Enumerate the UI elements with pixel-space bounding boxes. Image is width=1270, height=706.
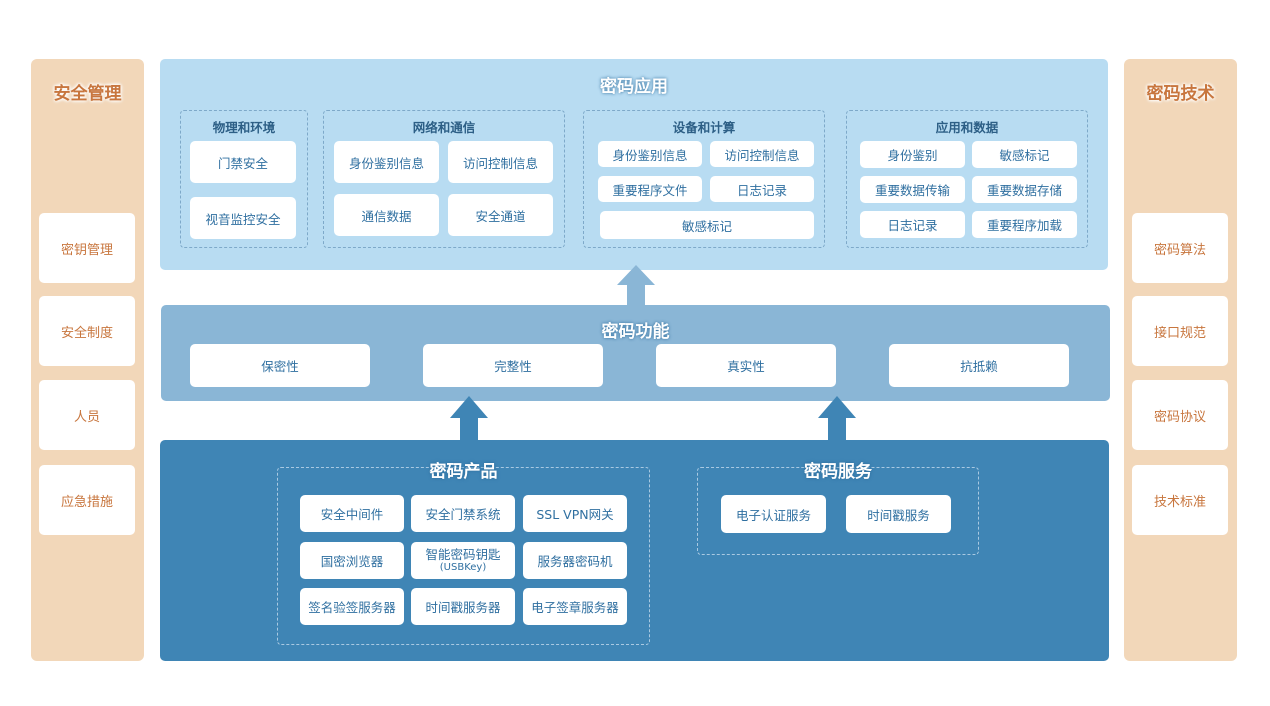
group-title: 设备和计算 — [672, 120, 736, 135]
crypto-products-title: 密码产品 — [429, 462, 498, 482]
app-item: 身份鉴别信息 — [334, 141, 439, 183]
app-item: 日志记录 — [860, 211, 965, 238]
product-signature-verify-server: 签名验签服务器 — [300, 588, 404, 625]
crypto-products-group: 密码产品 安全中间件 安全门禁系统 SSL VPN网关 国密浏览器 智能密码钥匙… — [277, 462, 650, 645]
function-authenticity: 真实性 — [656, 344, 836, 387]
arrow-up-icon — [450, 396, 488, 442]
usbkey-note: (USBKey) — [439, 561, 487, 573]
usbkey-label: 智能密码钥匙 — [425, 547, 501, 563]
left-item-security-policy: 安全制度 — [39, 296, 135, 366]
app-item: 访问控制信息 — [710, 141, 814, 167]
app-item: 门禁安全 — [190, 141, 296, 183]
crypto-application-title: 密码应用 — [600, 77, 668, 97]
app-item: 敏感标记 — [972, 141, 1077, 168]
app-item: 安全通道 — [448, 194, 553, 236]
arrow-up-icon — [818, 396, 856, 442]
group-device-computing: 设备和计算 身份鉴别信息 访问控制信息 重要程序文件 日志记录 敏感标记 — [583, 110, 825, 248]
product-timestamp-server: 时间戳服务器 — [411, 588, 515, 625]
service-e-certification: 电子认证服务 — [721, 495, 826, 533]
function-integrity: 完整性 — [423, 344, 603, 387]
app-item: 敏感标记 — [600, 211, 814, 239]
app-item: 身份鉴别 — [860, 141, 965, 168]
group-network-communication: 网络和通信 身份鉴别信息 访问控制信息 通信数据 安全通道 — [323, 110, 565, 248]
group-title: 物理和环境 — [212, 120, 276, 135]
product-gm-browser: 国密浏览器 — [300, 542, 404, 579]
app-item: 通信数据 — [334, 194, 439, 236]
app-item: 身份鉴别信息 — [598, 141, 702, 167]
app-item: 重要数据传输 — [860, 176, 965, 203]
product-e-seal-server: 电子签章服务器 — [523, 588, 627, 625]
app-item: 视音监控安全 — [190, 197, 296, 239]
product-security-middleware: 安全中间件 — [300, 495, 404, 532]
product-access-control-system: 安全门禁系统 — [411, 495, 515, 532]
right-item-standard: 技术标准 — [1132, 465, 1228, 535]
function-confidentiality: 保密性 — [190, 344, 370, 387]
crypto-function-layer: 密码功能 保密性 完整性 真实性 抗抵赖 — [161, 305, 1110, 401]
crypto-application-layer: 密码应用 物理和环境 门禁安全 视音监控安全 网络和通信 身份鉴别信息 访问控制… — [160, 59, 1108, 270]
crypto-base-layer: 密码产品 安全中间件 安全门禁系统 SSL VPN网关 国密浏览器 智能密码钥匙… — [160, 440, 1109, 661]
crypto-services-group: 密码服务 电子认证服务 时间戳服务 — [697, 462, 979, 555]
app-item: 重要程序加载 — [972, 211, 1077, 238]
service-timestamp: 时间戳服务 — [846, 495, 951, 533]
left-item-emergency: 应急措施 — [39, 465, 135, 535]
group-title: 网络和通信 — [412, 120, 476, 135]
app-item: 重要数据存储 — [972, 176, 1077, 203]
security-management-panel: 安全管理 密钥管理 安全制度 人员 应急措施 — [31, 59, 144, 661]
security-management-title: 安全管理 — [53, 84, 122, 104]
function-non-repudiation: 抗抵赖 — [889, 344, 1069, 387]
left-item-personnel: 人员 — [39, 380, 135, 450]
group-application-data: 应用和数据 身份鉴别 敏感标记 重要数据传输 重要数据存储 日志记录 重要程序加… — [846, 110, 1088, 248]
product-server-crypto-machine: 服务器密码机 — [523, 542, 627, 579]
crypto-technology-title: 密码技术 — [1146, 84, 1215, 104]
right-item-algorithm: 密码算法 — [1132, 213, 1228, 283]
crypto-function-title: 密码功能 — [601, 322, 670, 342]
group-title: 应用和数据 — [935, 120, 999, 135]
app-item: 访问控制信息 — [448, 141, 553, 183]
left-item-key-management: 密钥管理 — [39, 213, 135, 283]
arrow-up-icon — [617, 265, 655, 307]
group-physical-environment: 物理和环境 门禁安全 视音监控安全 — [180, 110, 308, 248]
right-item-protocol: 密码协议 — [1132, 380, 1228, 450]
crypto-technology-panel: 密码技术 密码算法 接口规范 密码协议 技术标准 — [1124, 59, 1237, 661]
product-usbkey: 智能密码钥匙 (USBKey) — [411, 542, 515, 579]
app-item: 重要程序文件 — [598, 176, 702, 202]
right-item-interface-spec: 接口规范 — [1132, 296, 1228, 366]
product-ssl-vpn-gateway: SSL VPN网关 — [523, 495, 627, 532]
app-item: 日志记录 — [710, 176, 814, 202]
crypto-services-title: 密码服务 — [804, 462, 872, 482]
